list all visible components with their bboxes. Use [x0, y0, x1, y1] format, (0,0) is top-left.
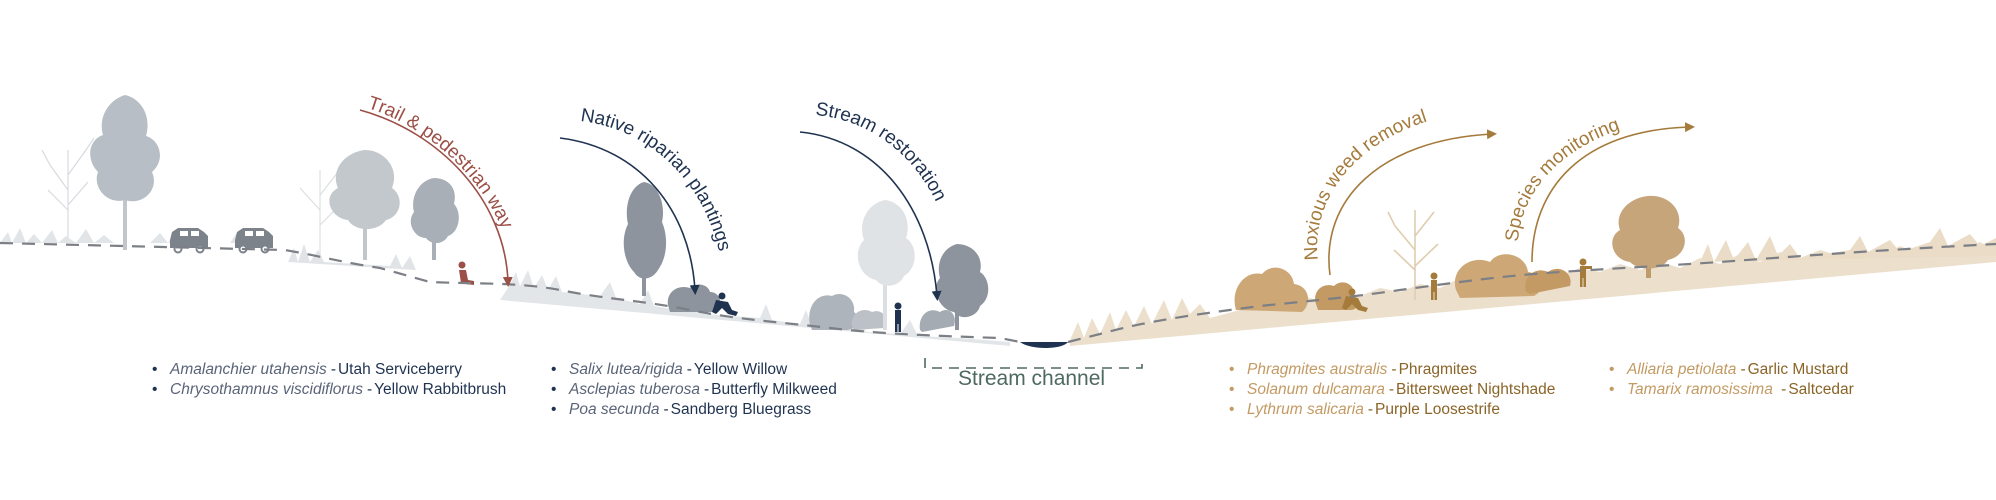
- species-list-2: •Salix lutea/rigida-Yellow Willow •Ascle…: [551, 360, 837, 420]
- list-item: •Poa secunda-Sandberg Bluegrass: [551, 401, 812, 418]
- right-vegetation: [1070, 195, 1996, 346]
- tree-icon: [329, 150, 400, 260]
- person-icon: [1342, 288, 1368, 312]
- shrub-icon: [1234, 267, 1309, 312]
- ground-profile-line: [0, 241, 1996, 344]
- callout-stream-restoration-label: Stream restoration: [814, 99, 950, 205]
- shrub-icon: [667, 284, 721, 312]
- species-list-3: •Phragmites australis-Phragmites •Solanu…: [1229, 360, 1555, 420]
- callout-species-monitoring-label: Species monitoring: [1502, 114, 1622, 242]
- shrub-icon: [1454, 254, 1542, 298]
- list-item: •Alliaria petiolata-Garlic Mustard: [1609, 361, 1849, 378]
- car-icon: [235, 228, 273, 254]
- tree-icon: [857, 200, 915, 330]
- stream-channel-label: Stream channel: [958, 367, 1106, 390]
- grass-icon: [0, 228, 244, 243]
- arrow-up-right-icon: [1328, 129, 1497, 276]
- bare-tree-icon: [299, 170, 341, 255]
- list-item: •Chrysothamnus viscidiflorus-Yellow Rabb…: [152, 381, 507, 398]
- person-icon: [1579, 258, 1592, 287]
- tree-icon: [1612, 195, 1685, 278]
- species-list-4: •Alliaria petiolata-Garlic Mustard •Tama…: [1609, 360, 1854, 400]
- list-item: •Amalanchier utahensis-Utah Serviceberry: [152, 361, 463, 378]
- arrow-down-right-icon: [359, 109, 513, 287]
- list-item: •Lythrum salicaria-Purple Loosestrife: [1229, 401, 1500, 418]
- grass-icon: [500, 270, 1010, 346]
- species-list-1: •Amalanchier utahensis-Utah Serviceberry…: [152, 360, 506, 400]
- arrow-up-right-icon: [1531, 122, 1695, 263]
- stream-channel-bracket: [924, 358, 1143, 369]
- list-item: •Salix lutea/rigida-Yellow Willow: [551, 361, 788, 378]
- grass-icon: [288, 244, 416, 270]
- tree-icon: [90, 95, 160, 250]
- list-item: •Asclepias tuberosa-Butterfly Milkweed: [551, 381, 837, 398]
- bare-tree-icon: [41, 137, 95, 240]
- list-item: •Phragmites australis-Phragmites: [1229, 361, 1477, 378]
- bare-tree-icon: [1387, 210, 1439, 300]
- shrub-icon: [851, 309, 887, 330]
- shrub-icon: [1525, 268, 1571, 294]
- stream-icon: [1020, 342, 1068, 348]
- arrow-down-right-icon: [559, 137, 700, 295]
- middle-vegetation: [500, 182, 1010, 346]
- callout-weed-removal-label: Noxious weed removal: [1301, 106, 1429, 261]
- person-icon: [894, 302, 902, 332]
- tree-icon: [935, 244, 989, 330]
- left-vegetation: [0, 95, 474, 285]
- list-item: •Solanum dulcamara-Bittersweet Nightshad…: [1229, 381, 1556, 398]
- grass-icon: [1700, 228, 1996, 262]
- person-icon: [458, 261, 474, 285]
- person-icon: [712, 292, 738, 316]
- tree-icon: [623, 182, 667, 296]
- shrub-icon: [919, 309, 955, 332]
- tree-icon: [410, 178, 459, 260]
- list-item: •Tamarix ramosissima -Saltcedar: [1609, 381, 1854, 398]
- person-icon: [1430, 272, 1438, 300]
- shrub-icon: [809, 293, 859, 330]
- arrow-down-right-icon: [799, 131, 942, 301]
